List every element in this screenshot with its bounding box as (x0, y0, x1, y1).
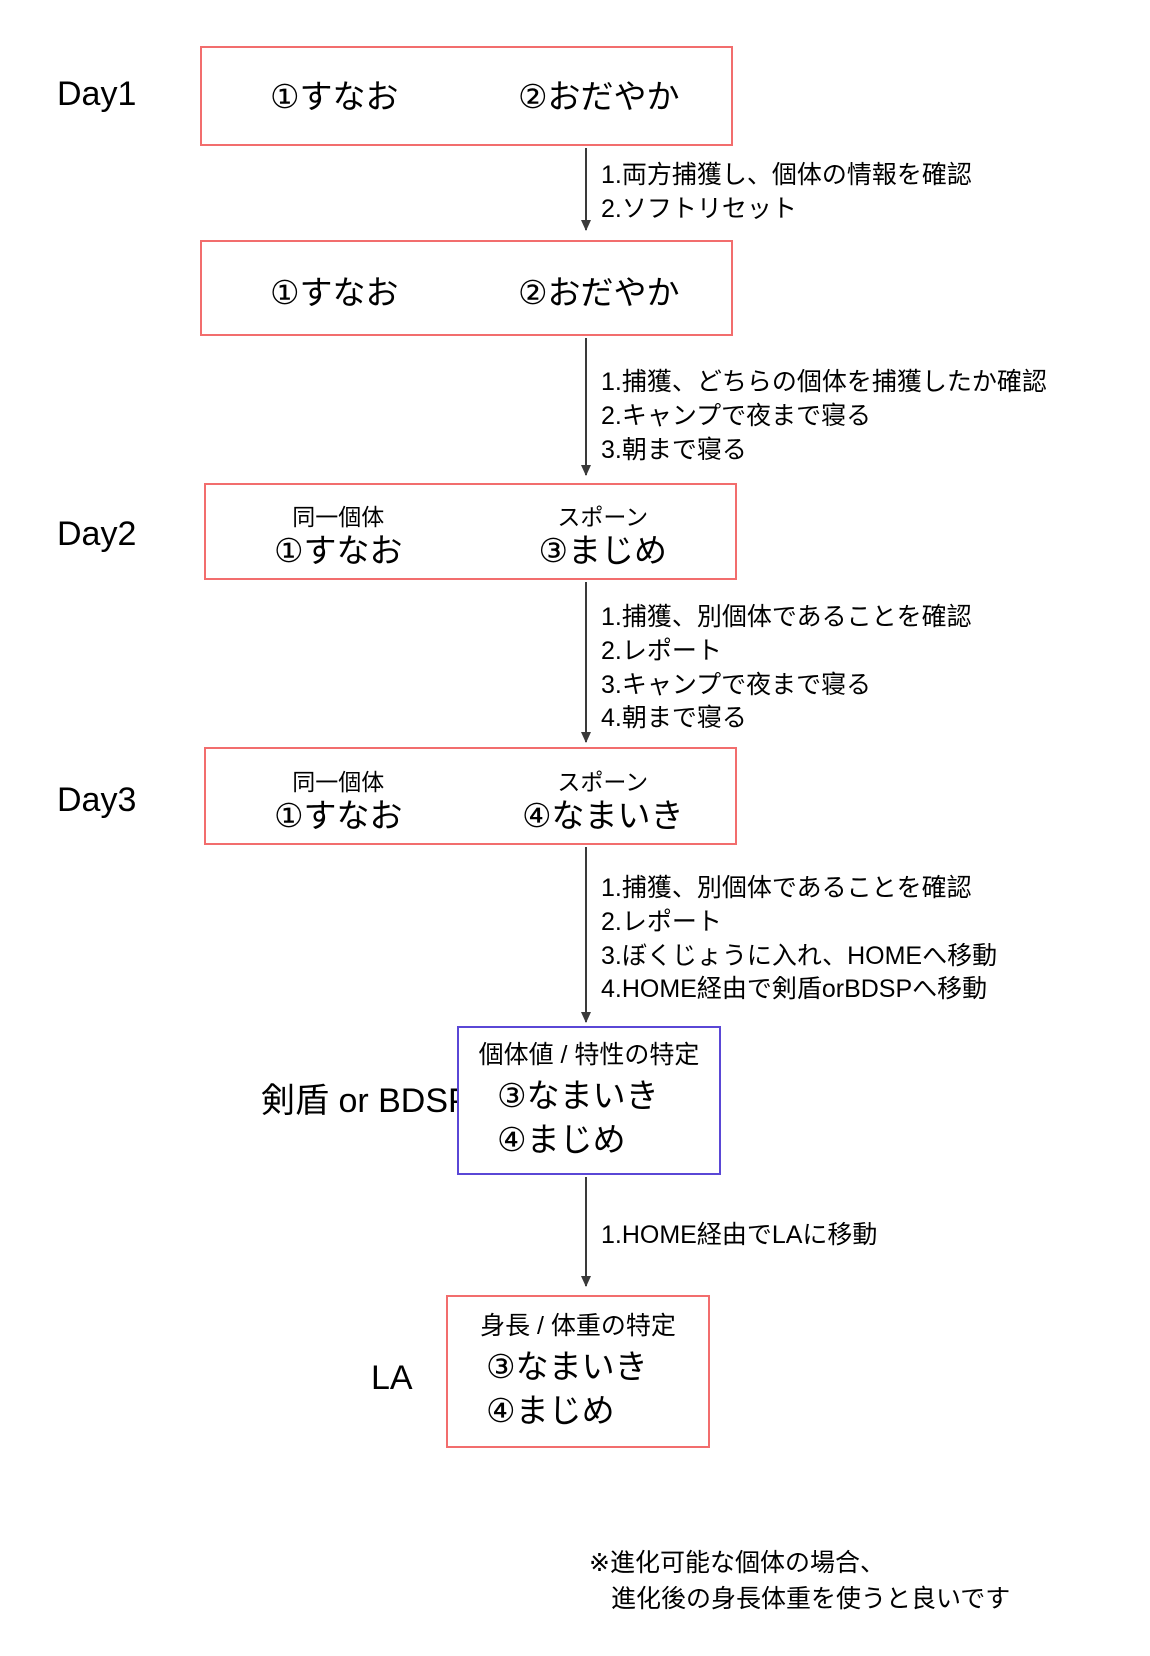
stage-day2-column-2-caption: スポーン (557, 503, 649, 530)
transition-steps-4: 1.捕獲、別個体であることを確認 2.レポート 3.ぼくじょうに入れ、HOMEへ… (601, 872, 997, 1007)
transition-3-step-3: 3.キャンプで夜まで寝る (601, 670, 872, 699)
stage-box-la: 身長 / 体重の特定 ③なまいき ④まじめ (446, 1295, 710, 1448)
transition-steps-5: 1.HOME経由でLAに移動 (601, 1219, 877, 1253)
stage-box-day1-repeat: ①すなお ②おだやか (200, 240, 733, 336)
stage-box-day1: ①すなお ②おだやか (200, 46, 733, 146)
stage-la-entry-1: ③なまいき (486, 1347, 648, 1385)
stage-day3-column-2: スポーン ④なまいき (471, 769, 736, 835)
stage-day1-column-1-entry: ①すなお (269, 78, 399, 116)
stage-box-swsh-bdsp: 個体値 / 特性の特定 ③なまいき ④まじめ (457, 1026, 721, 1175)
footnote: ※進化可能な個体の場合、 進化後の身長体重を使うと良いです (589, 1546, 1010, 1617)
stage-day1-column-2-entry: ②おだやか (517, 78, 680, 116)
transition-4-step-3: 3.ぼくじょうに入れ、HOMEへ移動 (601, 941, 998, 970)
footnote-line-2: 進化後の身長体重を使うと良いです (611, 1584, 1011, 1613)
stage-day3-column-2-entry: ④なまいき (521, 797, 684, 835)
stage-swsh-bdsp-entry-1: ③なまいき (497, 1076, 659, 1114)
stage-day1b-column-2: ②おだやか (467, 272, 732, 312)
transition-arrow-1 (585, 148, 587, 230)
transition-1-step-2: 2.ソフトリセット (601, 194, 797, 223)
stage-day3-column-1: 同一個体 ①すなお (206, 769, 471, 835)
stage-label-day1: Day1 (57, 75, 137, 113)
stage-box-day3: 同一個体 ①すなお スポーン ④なまいき (204, 747, 737, 845)
stage-day1-column-1: ①すなお (202, 76, 467, 116)
transition-3-step-1: 1.捕獲、別個体であることを確認 (601, 603, 972, 631)
stage-day3-column-1-caption: 同一個体 (292, 768, 385, 795)
stage-label-la: LA (371, 1359, 413, 1397)
stage-box-day2: 同一個体 ①すなお スポーン ③まじめ (204, 483, 737, 580)
transition-arrow-2 (585, 338, 587, 475)
transition-2-step-2: 2.キャンプで夜まで寝る (601, 401, 872, 430)
stage-day1b-column-2-entry: ②おだやか (517, 274, 680, 312)
stage-day2-column-2-entry: ③まじめ (538, 532, 668, 570)
transition-3-step-4: 4.朝まで寝る (601, 704, 747, 733)
transition-2-step-1: 1.捕獲、どちらの個体を捕獲したか確認 (601, 368, 1047, 396)
transition-arrow-4 (585, 847, 587, 1022)
stage-label-day2: Day2 (57, 515, 137, 553)
stage-day2-column-1-caption: 同一個体 (292, 503, 385, 530)
stage-la-entry-2: ④まじめ (486, 1391, 615, 1429)
stage-swsh-bdsp-caption: 個体値 / 特性の特定 (478, 1040, 700, 1069)
transition-arrow-5 (585, 1177, 587, 1286)
transition-arrow-3 (585, 582, 587, 742)
stage-day1-column-2: ②おだやか (467, 76, 732, 116)
stage-day2-column-1: 同一個体 ①すなお (206, 504, 471, 570)
stage-day2-column-2: スポーン ③まじめ (471, 504, 736, 570)
stage-day2-column-1-entry: ①すなお (273, 532, 403, 570)
transition-steps-1: 1.両方捕獲し、個体の情報を確認 2.ソフトリセット (601, 159, 972, 227)
stage-day1b-column-1-entry: ①すなお (269, 274, 399, 312)
transition-3-step-2: 2.レポート (601, 636, 722, 665)
stage-swsh-bdsp-entry-2: ④まじめ (497, 1120, 626, 1158)
transition-4-step-2: 2.レポート (601, 907, 722, 936)
transition-4-step-1: 1.捕獲、別個体であることを確認 (601, 874, 972, 902)
stage-day3-column-1-entry: ①すなお (273, 797, 403, 835)
stage-day1b-column-1: ①すなお (202, 272, 467, 312)
transition-steps-2: 1.捕獲、どちらの個体を捕獲したか確認 2.キャンプで夜まで寝る 3.朝まで寝る (601, 366, 1047, 467)
transition-4-step-4: 4.HOME経由で剣盾orBDSPへ移動 (601, 975, 988, 1004)
footnote-line-1: ※進化可能な個体の場合、 (589, 1549, 885, 1577)
transition-1-step-1: 1.両方捕獲し、個体の情報を確認 (601, 161, 972, 189)
stage-label-day3: Day3 (57, 781, 137, 819)
transition-steps-3: 1.捕獲、別個体であることを確認 2.レポート 3.キャンプで夜まで寝る 4.朝… (601, 601, 972, 736)
stage-la-caption: 身長 / 体重の特定 (480, 1311, 676, 1340)
transition-2-step-3: 3.朝まで寝る (601, 435, 747, 464)
stage-label-swsh-bdsp: 剣盾 or BDSP (261, 1082, 471, 1120)
stage-day3-column-2-caption: スポーン (557, 768, 649, 795)
transition-5-step-1: 1.HOME経由でLAに移動 (601, 1221, 878, 1249)
